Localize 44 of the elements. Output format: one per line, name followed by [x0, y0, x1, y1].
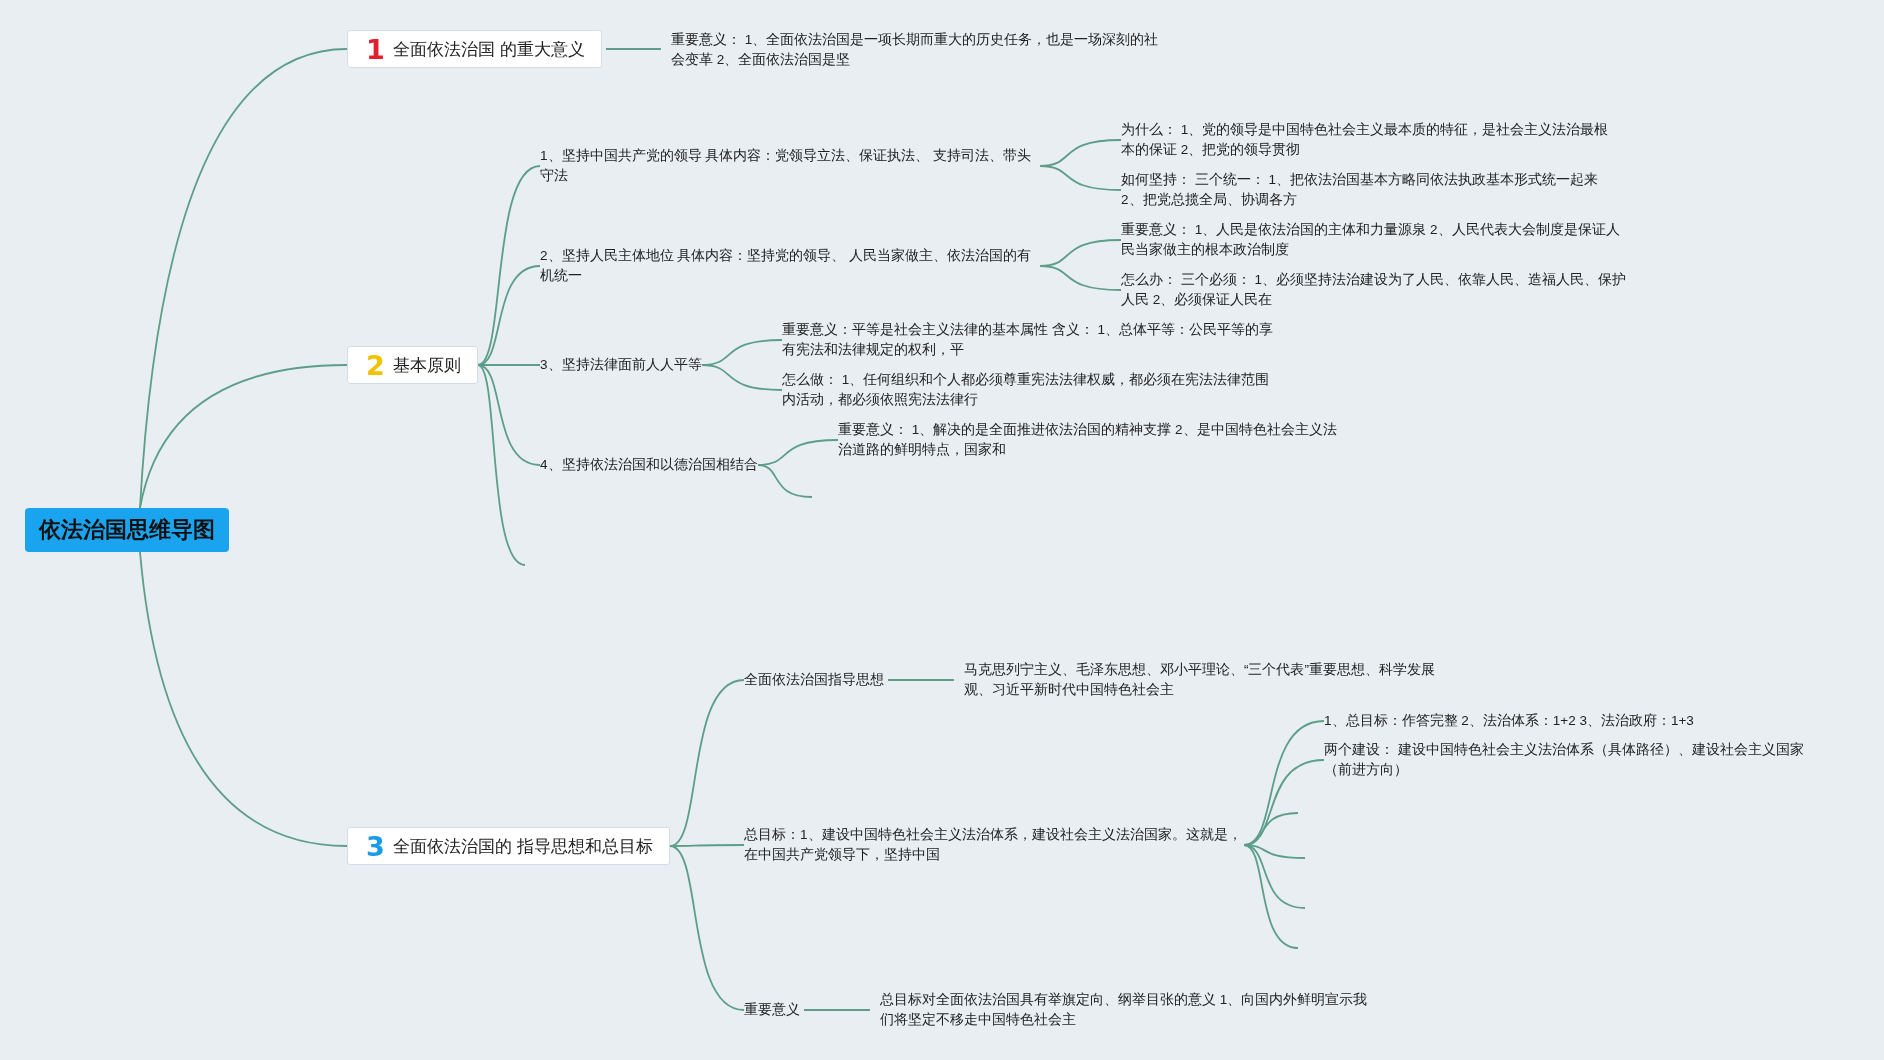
topic-box	[347, 346, 478, 384]
branch-text: 4、坚持依法治国和以德治国相结合	[540, 455, 758, 475]
branch-line	[139, 48, 348, 509]
branch-text: 如何坚持： 三个统一： 1、把依法治国基本方略同依法执政基本形式统一起来 2、把党总揽全局、协调各方	[1121, 170, 1621, 210]
central-topic: 依法治国思维导图	[25, 508, 229, 552]
branch-line	[669, 845, 745, 1011]
branch-line	[701, 364, 783, 391]
branch-text: 怎么办： 三个必须： 1、必须坚持法治建设为了人民、依靠人民、造福人民、保护人民 2、必须保证人民在	[1121, 270, 1631, 310]
branch-text: 1、总目标：作答完整 2、法治体系：1+2 3、法治政府：1+3	[1324, 711, 1694, 731]
branch-text: 总目标对全面依法治国具有举旗定向、纲举目张的意义 1、向国内外鲜明宣示我们将坚定不移走中国特色社会主	[880, 990, 1380, 1030]
topic-title: 全面依法治国 的重大意义	[392, 38, 585, 61]
topic-box	[347, 30, 602, 68]
branch-text: 1、坚持中国共产党的领导 具体内容：党领导立法、保证执法、 支持司法、带头守法	[540, 146, 1040, 186]
branch-line	[887, 679, 955, 681]
branch-line	[477, 364, 526, 566]
branch-line	[139, 364, 348, 509]
branch-line	[757, 464, 813, 498]
branch-text: 重要意义： 1、人民是依法治国的主体和力量源泉 2、人民代表大会制度是保证人民当家做主的根本政治制度	[1121, 220, 1631, 260]
branch-text: 怎么做： 1、任何组织和个人都必须尊重宪法法律权威，都必须在宪法法律范围内活动，都必须依照宪法法律行	[782, 370, 1282, 410]
branch-text: 重要意义： 1、解决的是全面推进依法治国的精神支撑 2、是中国特色社会主义法治道路的鲜明特点，国家和	[838, 420, 1343, 460]
branch-line	[1039, 265, 1122, 291]
branch-text: 总目标：1、建设中国特色社会主义法治体系，建设社会主义法治国家。这就是，在中国共产党领导下，坚持中国	[744, 825, 1244, 865]
branch-text: 为什么： 1、党的领导是中国特色社会主义最本质的特征，是社会主义法治最根本的保证 2、把党的领导贯彻	[1121, 120, 1621, 160]
branch-line	[1039, 165, 1122, 191]
branch-text: 3、坚持法律面前人人平等	[540, 355, 702, 375]
topic-title: 基本原则	[392, 354, 461, 377]
topic-number: 3	[366, 832, 385, 860]
branch-text: 两个建设： 建设中国特色社会主义法治体系（具体路径）、建设社会主义国家（前进方向）	[1324, 740, 1824, 780]
branch-text: 重要意义：平等是社会主义法律的基本属性 含义： 1、总体平等：公民平等的享有宪法和法律规定的权利，平	[782, 320, 1282, 360]
branch-text: 重要意义	[744, 1000, 800, 1020]
branch-line	[803, 1009, 871, 1011]
branch-text: 2、坚持人民主体地位 具体内容：坚持党的领导、 人民当家做主、依法治国的有机统一	[540, 246, 1040, 286]
branch-line	[139, 551, 348, 847]
topic-number: 1	[366, 35, 385, 63]
branch-text: 马克思列宁主义、毛泽东思想、邓小平理论、“三个代表”重要思想、科学发展观、习近平新时代中国特色社会主	[964, 660, 1454, 700]
branch-line	[605, 48, 662, 50]
branch-line	[477, 165, 541, 366]
branch-text: 全面依法治国指导思想	[744, 670, 884, 690]
topic-title: 全面依法治国的 指导思想和总目标	[392, 835, 653, 858]
topic-number: 2	[366, 351, 385, 379]
branch-line	[1243, 844, 1299, 949]
branch-text: 重要意义： 1、全面依法治国是一项长期而重大的历史任务，也是一场深刻的社会变革 2、全面依法治国是坚	[671, 30, 1171, 70]
branch-line	[1243, 844, 1306, 909]
topic-box	[347, 827, 670, 865]
